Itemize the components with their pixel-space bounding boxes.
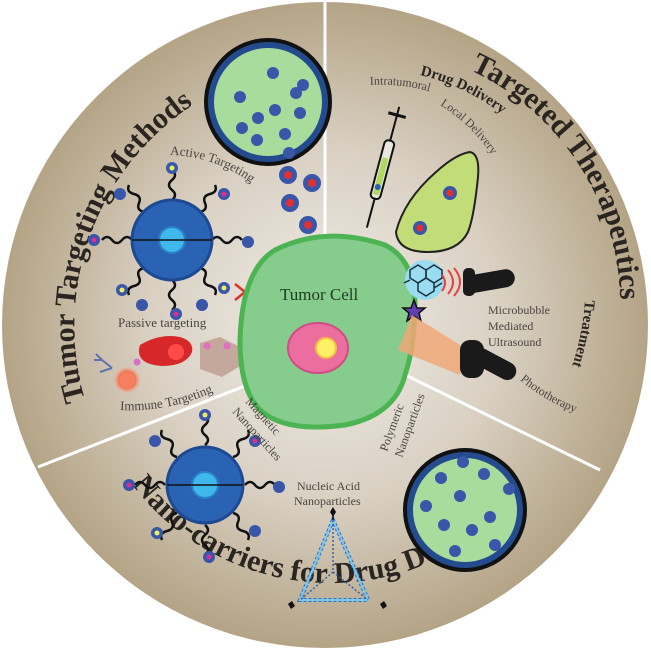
active-targeting-nanoparticle bbox=[88, 162, 254, 320]
label-mediated: Mediated bbox=[488, 319, 533, 333]
light-beam bbox=[398, 315, 460, 375]
tumor-cell: Tumor Cell bbox=[237, 233, 418, 430]
tumor-cell-label: Tumor Cell bbox=[280, 285, 359, 304]
ultrasound-probe-icon bbox=[463, 268, 515, 296]
drug-particles bbox=[279, 166, 321, 234]
label-microbubble: Microbubble bbox=[488, 303, 550, 317]
label-passive-targeting: Passive targeting bbox=[118, 315, 207, 330]
phototherapy-lamp-icon bbox=[460, 340, 517, 381]
divider-left bbox=[37, 380, 256, 469]
polymeric-particle-top bbox=[204, 38, 332, 166]
polymeric-nanoparticle bbox=[403, 448, 527, 572]
dna-tetrahedron-icon bbox=[288, 507, 387, 609]
local-delivery-cell bbox=[394, 150, 480, 254]
label-ultrasound: Ultrasound bbox=[488, 335, 541, 349]
passive-targeting-illustration bbox=[138, 336, 242, 377]
divider-right bbox=[394, 368, 601, 472]
microbubble-icon bbox=[400, 260, 461, 323]
label-nucleic-nanoparticles: Nanoparticles bbox=[294, 494, 361, 508]
label-nucleic-acid: Nucleic Acid bbox=[297, 479, 360, 493]
syringe-icon bbox=[365, 106, 407, 228]
immune-targeting-illustration bbox=[94, 353, 141, 394]
magnetic-nanoparticle bbox=[123, 409, 285, 563]
